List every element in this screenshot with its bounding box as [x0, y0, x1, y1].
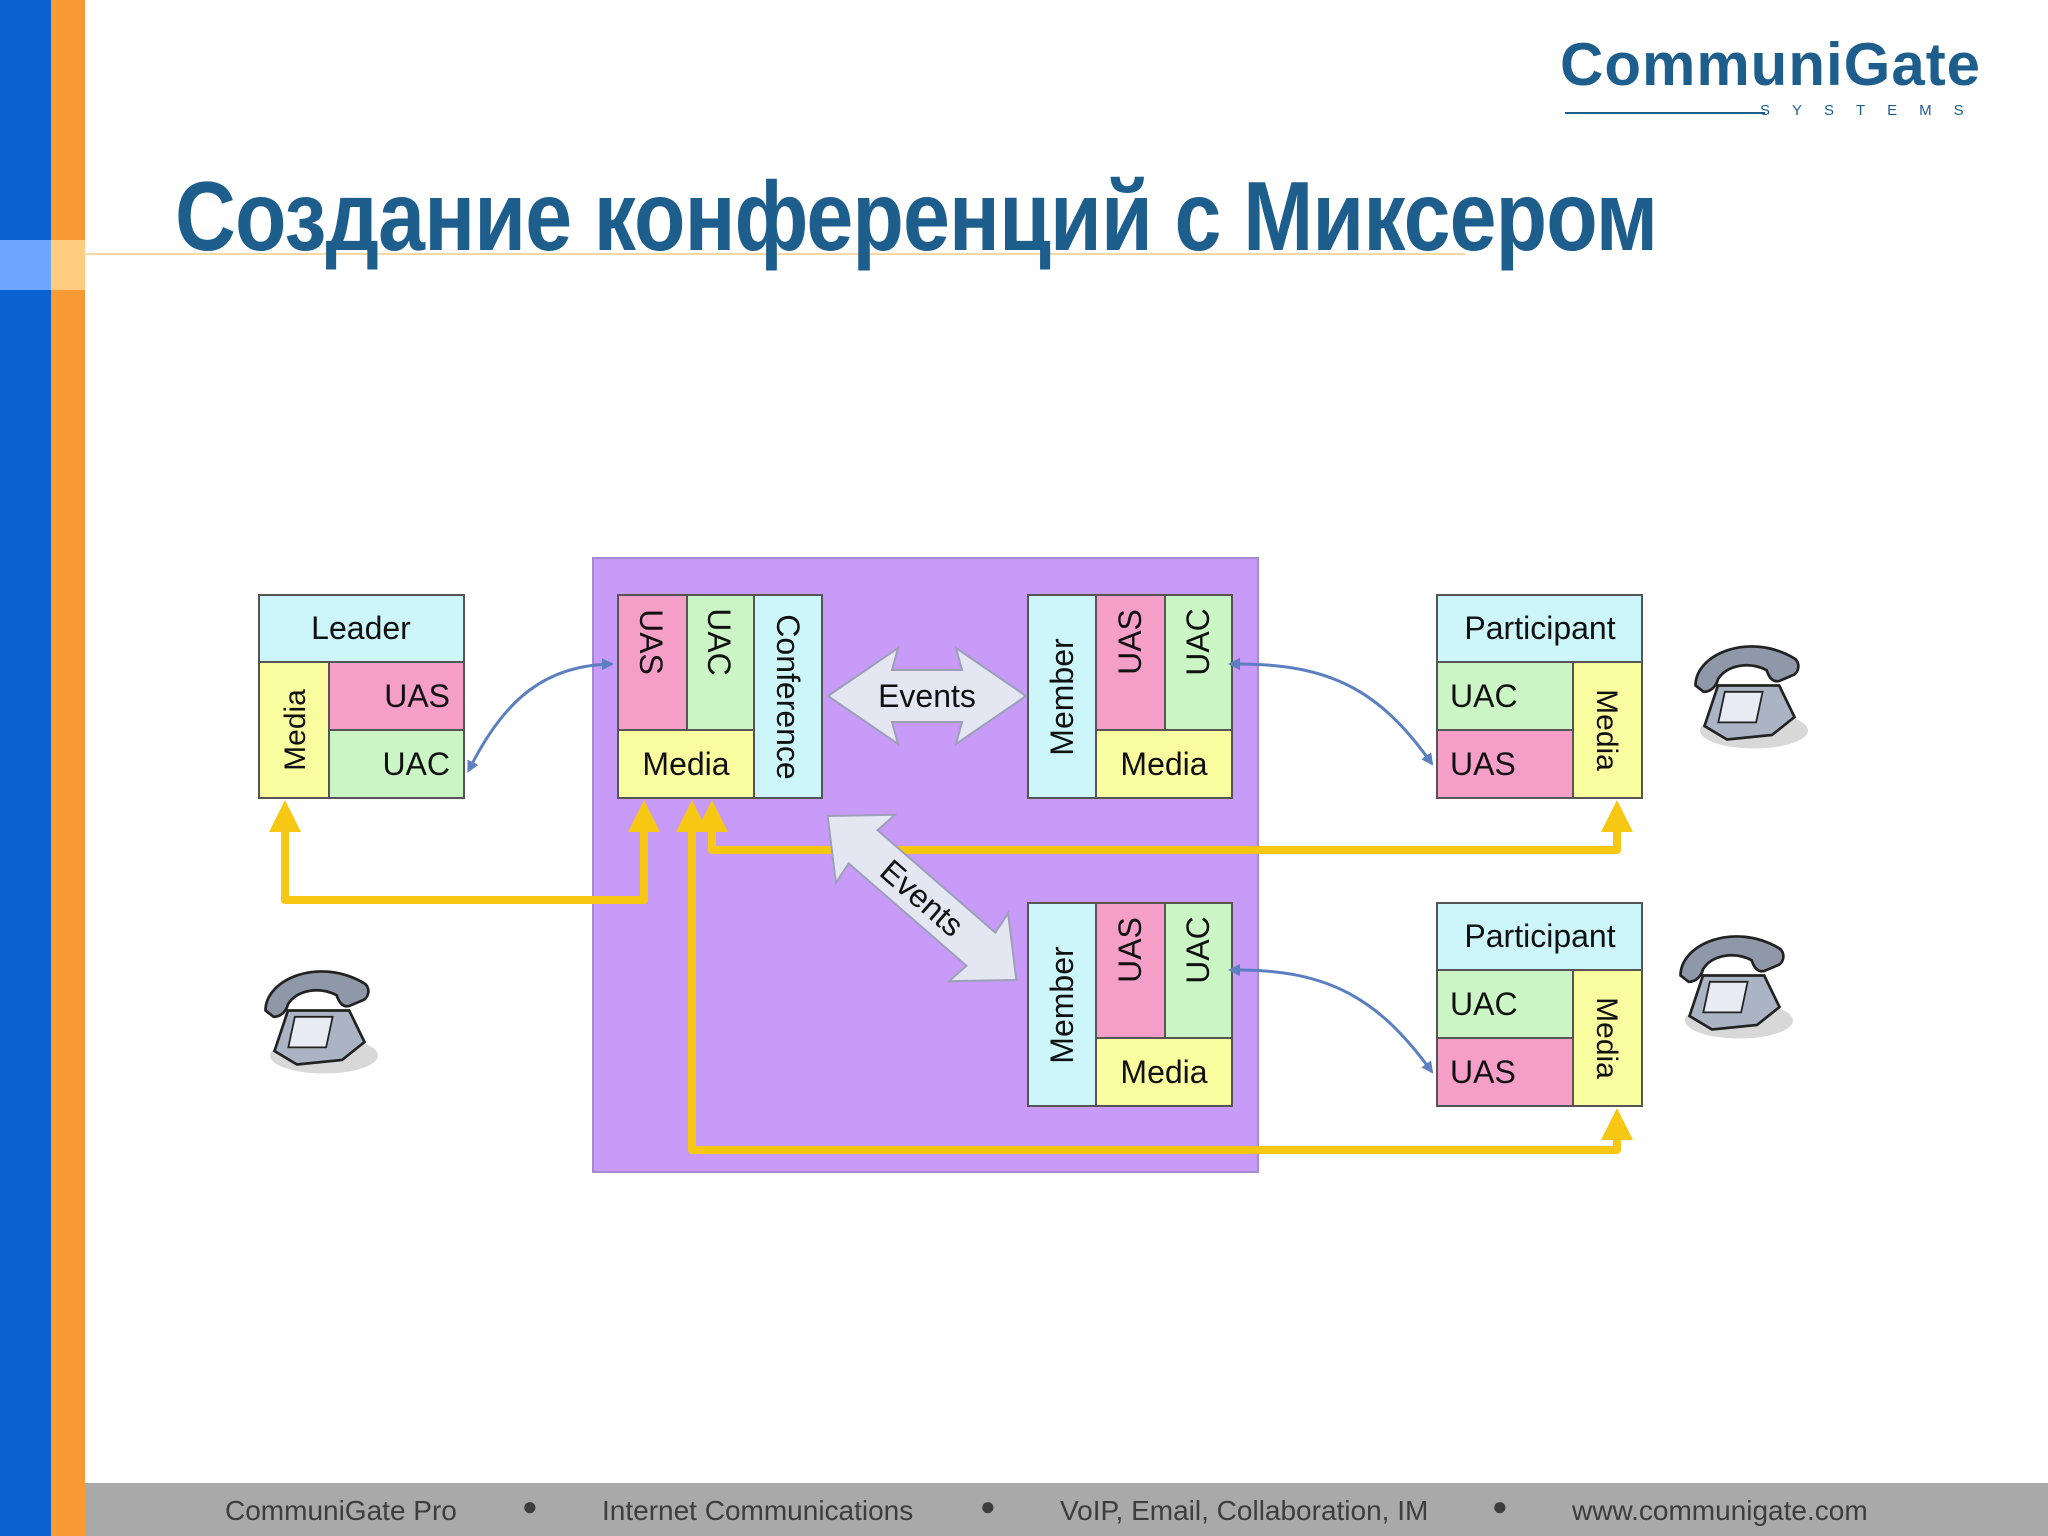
events-label-horizontal: Events — [878, 678, 976, 714]
member2-media-box — [1095, 1037, 1233, 1107]
participant2-uas-box — [1436, 1037, 1574, 1107]
media-arrowheads — [269, 800, 1633, 1140]
phone3-handset — [264, 970, 370, 1019]
footer-item-voip: VoIP, Email, Collaboration, IM — [1060, 1495, 1429, 1526]
phone2-keypad — [1702, 980, 1749, 1014]
participant1-uac-box — [1436, 661, 1574, 731]
leader-media-box — [258, 661, 330, 799]
telephone-icon-leader — [264, 970, 378, 1074]
participant2-uac-label: UAC — [1450, 986, 1518, 1022]
footer-item-internet: Internet Communications — [602, 1495, 914, 1526]
leader-uac-label: UAC — [382, 746, 450, 782]
leader-uas-label: UAS — [384, 678, 450, 714]
phone2-handset — [1679, 935, 1785, 984]
member1-label: Member — [1044, 638, 1080, 756]
participant2-title: Participant — [1464, 918, 1615, 954]
phone3-keypad — [287, 1015, 334, 1049]
slide-title: Создание конференций с Миксером — [175, 161, 1658, 271]
member2-label: Member — [1044, 946, 1080, 1064]
member2-block: Member UAS UAC Media — [1027, 902, 1233, 1107]
footer-separator-1: ● — [522, 1491, 538, 1521]
conference-label: Conference — [770, 614, 806, 779]
logo-name-part1: Communi — [1560, 31, 1844, 98]
leader-uas-box — [328, 661, 465, 731]
conference-uac-box — [686, 594, 755, 731]
member2-uac-label: UAC — [1180, 916, 1216, 984]
footer-bar: CommuniGate Pro ● Internet Communication… — [85, 1483, 2048, 1536]
conference-uac-label: UAC — [701, 608, 737, 676]
member1-media-label: Media — [1120, 746, 1207, 782]
media-line-leader — [281, 822, 648, 904]
conference-uas-box — [617, 594, 688, 731]
footer-separator-3: ● — [1492, 1491, 1508, 1521]
media-arrowhead-conference-a — [628, 800, 660, 832]
signal-lines — [467, 658, 1434, 1074]
member1-label-box — [1027, 594, 1097, 799]
communigate-logo: CommuniGate SYSTEMS — [1550, 30, 1990, 130]
events-arrow-diagonal-shape — [826, 813, 1018, 983]
participant1-media-box — [1572, 661, 1643, 799]
events-arrow-horizontal-shape — [826, 645, 1028, 747]
participant2-block: Participant UAC UAS Media — [1436, 902, 1643, 1107]
logo-line — [1565, 112, 1765, 114]
member2-label-box — [1027, 902, 1097, 1107]
signal-member2-participant2 — [1228, 964, 1434, 1074]
phone1-keypad — [1717, 690, 1764, 724]
footer-link-website[interactable]: www.communigate.com — [1572, 1495, 1868, 1526]
media-arrowhead-conference-c — [696, 800, 728, 832]
conference-media-box — [617, 729, 755, 799]
participant1-title: Participant — [1464, 610, 1615, 646]
participant1-uac-label: UAC — [1450, 678, 1518, 714]
left-bar-accent-orange — [51, 240, 85, 290]
left-bar-accent — [0, 240, 51, 290]
participant2-uac-box — [1436, 969, 1574, 1039]
leader-title-box — [258, 594, 465, 663]
phone1-handset — [1694, 645, 1800, 694]
media-arrowhead-leader — [269, 800, 301, 832]
participant1-uas-box — [1436, 729, 1574, 799]
footer-item-product: CommuniGate Pro — [225, 1495, 457, 1526]
participant1-title-box — [1436, 594, 1643, 663]
participant1-media-label: Media — [1590, 689, 1623, 771]
logo-subtitle: SYSTEMS — [1760, 102, 1986, 119]
logo-name: CommuniGate — [1560, 30, 1981, 99]
telephone-icon-participant2 — [1679, 935, 1793, 1039]
media-arrowhead-participant2 — [1601, 1108, 1633, 1140]
member1-media-box — [1095, 729, 1233, 799]
footer-separator-2: ● — [980, 1491, 996, 1521]
member1-uas-label: UAS — [1112, 609, 1148, 675]
member1-uac-label: UAC — [1180, 608, 1216, 676]
participant2-uas-label: UAS — [1450, 1054, 1516, 1090]
events-arrow-horizontal: Events — [826, 645, 1028, 747]
title-underline — [85, 253, 1465, 255]
leader-block: Leader UAS UAC Media — [258, 594, 465, 799]
conference-media-label: Media — [642, 746, 729, 782]
conference-block: UAS UAC Conference Media — [617, 594, 823, 799]
signal-leader-conference — [467, 658, 614, 773]
events-arrow-diagonal: Events — [826, 813, 1018, 983]
participant2-title-box — [1436, 902, 1643, 971]
participant1-uas-label: UAS — [1450, 746, 1516, 782]
signal-member1-participant1 — [1228, 658, 1434, 766]
leader-media-label: Media — [279, 689, 312, 771]
member2-media-label: Media — [1120, 1054, 1207, 1090]
logo-name-part2: Gate — [1843, 31, 1982, 98]
member2-uas-label: UAS — [1112, 917, 1148, 983]
conference-label-box — [753, 594, 823, 799]
conference-uas-label: UAS — [633, 609, 669, 675]
telephone-icon-participant1 — [1694, 645, 1808, 749]
member1-block: Member UAS UAC Media — [1027, 594, 1233, 799]
leader-title: Leader — [311, 610, 411, 646]
participant2-media-box — [1572, 969, 1643, 1107]
media-arrowhead-participant1 — [1601, 800, 1633, 832]
participant2-media-label: Media — [1590, 997, 1623, 1079]
leader-uac-box — [328, 729, 465, 799]
participant1-block: Participant UAC UAS Media — [1436, 594, 1643, 799]
media-line-participant1 — [708, 822, 1621, 854]
